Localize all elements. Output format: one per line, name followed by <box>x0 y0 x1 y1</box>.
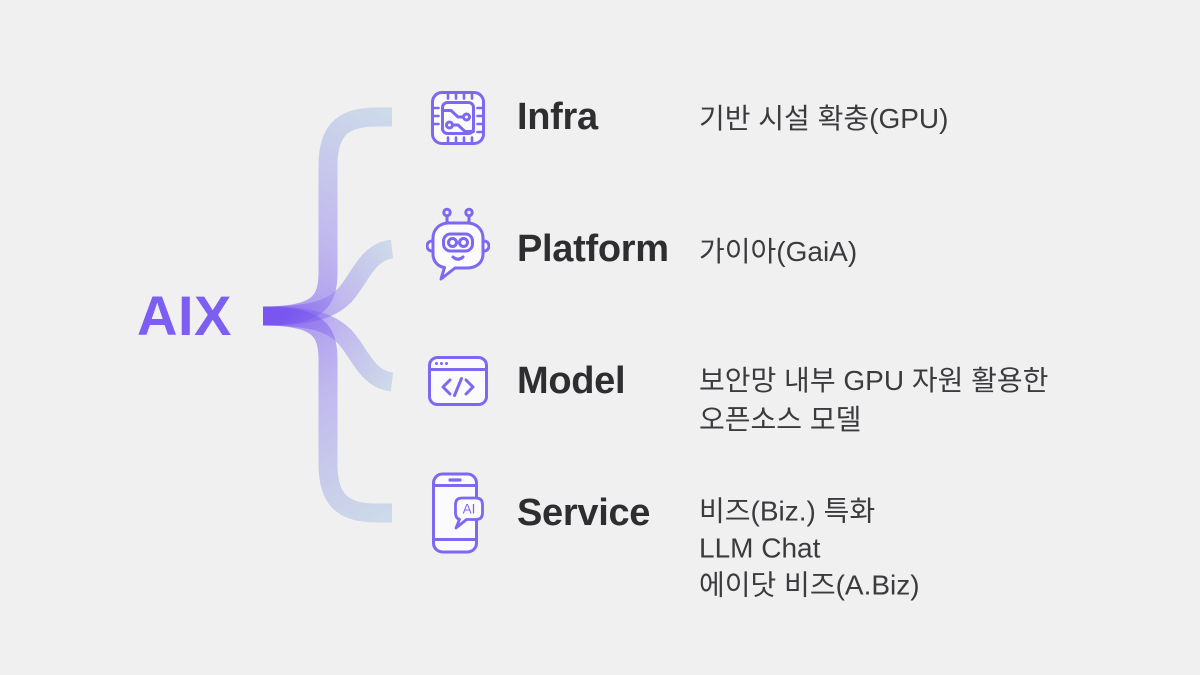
branch-label-infra: Infra <box>517 96 598 138</box>
root-node-aix: AIX <box>137 284 232 347</box>
desc-line: 오픈소스 모델 <box>699 404 862 435</box>
branch-desc-platform: 가이아(GaiA) <box>699 230 857 270</box>
branch-path-infra <box>262 107 392 326</box>
desc-line: 가이아(GaiA) <box>699 236 858 267</box>
desc-line: 비즈(Biz.) 특화 <box>699 495 876 527</box>
desc-line: 보안망 내부 GPU 자원 활용한 <box>699 365 1049 396</box>
branch-desc-service: 비즈(Biz.) 특화 LLM Chat 에이닷 비즈(A.Biz) <box>699 493 920 604</box>
branch-desc-infra: 기반 시설 확충(GPU) <box>699 97 948 137</box>
branch-label-platform: Platform <box>517 228 669 270</box>
desc-line: LLM Chat <box>699 532 821 564</box>
phone-ai-badge: AI <box>463 502 476 517</box>
branch-path-service <box>262 306 392 523</box>
desc-line: 에이닷 비즈(A.Biz) <box>699 569 920 601</box>
branch-desc-model: 보안망 내부 GPU 자원 활용한 오픈소스 모델 <box>699 361 1048 439</box>
chip-circuit-icon <box>429 89 487 147</box>
phone-ai-chat-icon: AI <box>430 472 486 554</box>
robot-chat-icon <box>426 207 490 281</box>
desc-line: 기반 시설 확충(GPU) <box>699 103 949 134</box>
branch-label-service: Service <box>517 492 651 534</box>
branch-label-model: Model <box>517 360 626 402</box>
code-window-icon <box>427 355 489 407</box>
